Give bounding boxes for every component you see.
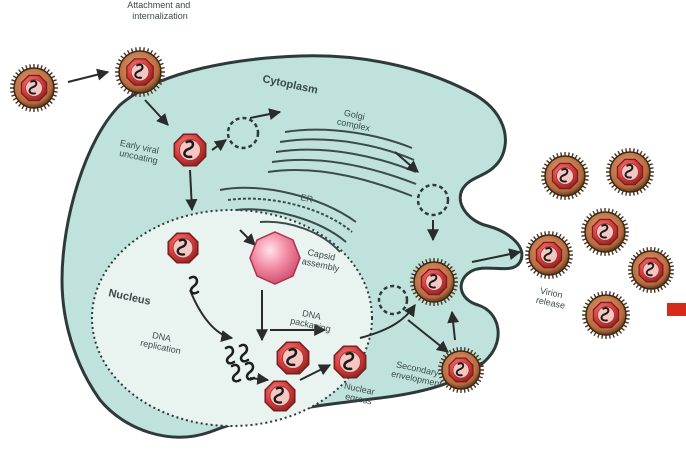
vesicle-icon	[379, 286, 407, 314]
red-accent-mark	[667, 303, 686, 316]
virion-icon	[581, 208, 629, 256]
capsid-icon	[265, 381, 295, 411]
label-attachment: Attachment and internalization	[127, 0, 193, 21]
capsid-icon	[174, 134, 205, 165]
label-virion-release: Virion release	[535, 285, 568, 311]
virion-icon	[606, 148, 654, 196]
capsid-icon	[334, 346, 365, 377]
capsid-icon	[277, 342, 308, 373]
virion-icon	[525, 231, 573, 279]
virion-icon	[541, 152, 589, 200]
virion-icon	[628, 247, 674, 293]
assembling-capsid-icon	[250, 232, 300, 284]
virion-icon	[582, 291, 630, 339]
virion-icon	[10, 64, 58, 112]
capsid-icon	[168, 233, 198, 263]
